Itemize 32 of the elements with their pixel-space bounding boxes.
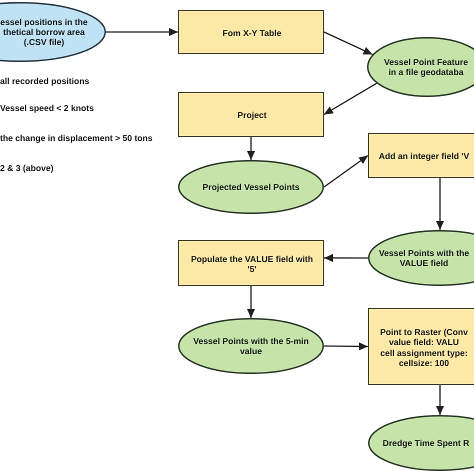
node-label: Project [237,110,267,121]
note-text: the change in displacement > 50 tons [0,133,153,144]
arrow [247,137,255,160]
node-label: Add an integer field 'V [378,151,470,162]
node-label: Vessel Point Feature in a file geodataba [384,56,468,78]
arrow [324,82,377,116]
node-label: Vessel Points with the 5-min value [193,336,309,356]
note-text: all recorded positions [0,76,90,86]
node-label: Dredge Time Spent R [382,438,470,448]
process-box [368,133,474,178]
arrow [324,254,368,262]
arrow [247,286,255,318]
note-text: Vessel speed < 2 knots [0,103,94,114]
process-box [368,308,474,385]
output-data-ellipse [177,317,325,375]
process-box [178,10,324,54]
node-label: Point to Raster (Conv value field: VALU cell assignment type: cellsize: 100 [380,327,468,368]
arrow [324,154,368,188]
note-text: 2 & 3 (above) [0,163,54,174]
arrow [324,342,368,350]
arrow [436,385,444,415]
process-box [178,92,324,137]
node-label: essel positions in the thetical borrow area (.CSV file) [0,16,88,48]
arrow [436,178,444,230]
output-data-ellipse [177,159,325,215]
arrow [106,28,178,36]
node-label: Fom X-Y Table [222,28,282,38]
node-label: Projected Vessel Points [202,182,300,192]
process-box [178,240,324,286]
node-label: Populate the VALUE field with '5' [190,254,314,274]
node-label: Vessel Points with the VALUE field [378,248,470,268]
arrow [324,31,373,56]
